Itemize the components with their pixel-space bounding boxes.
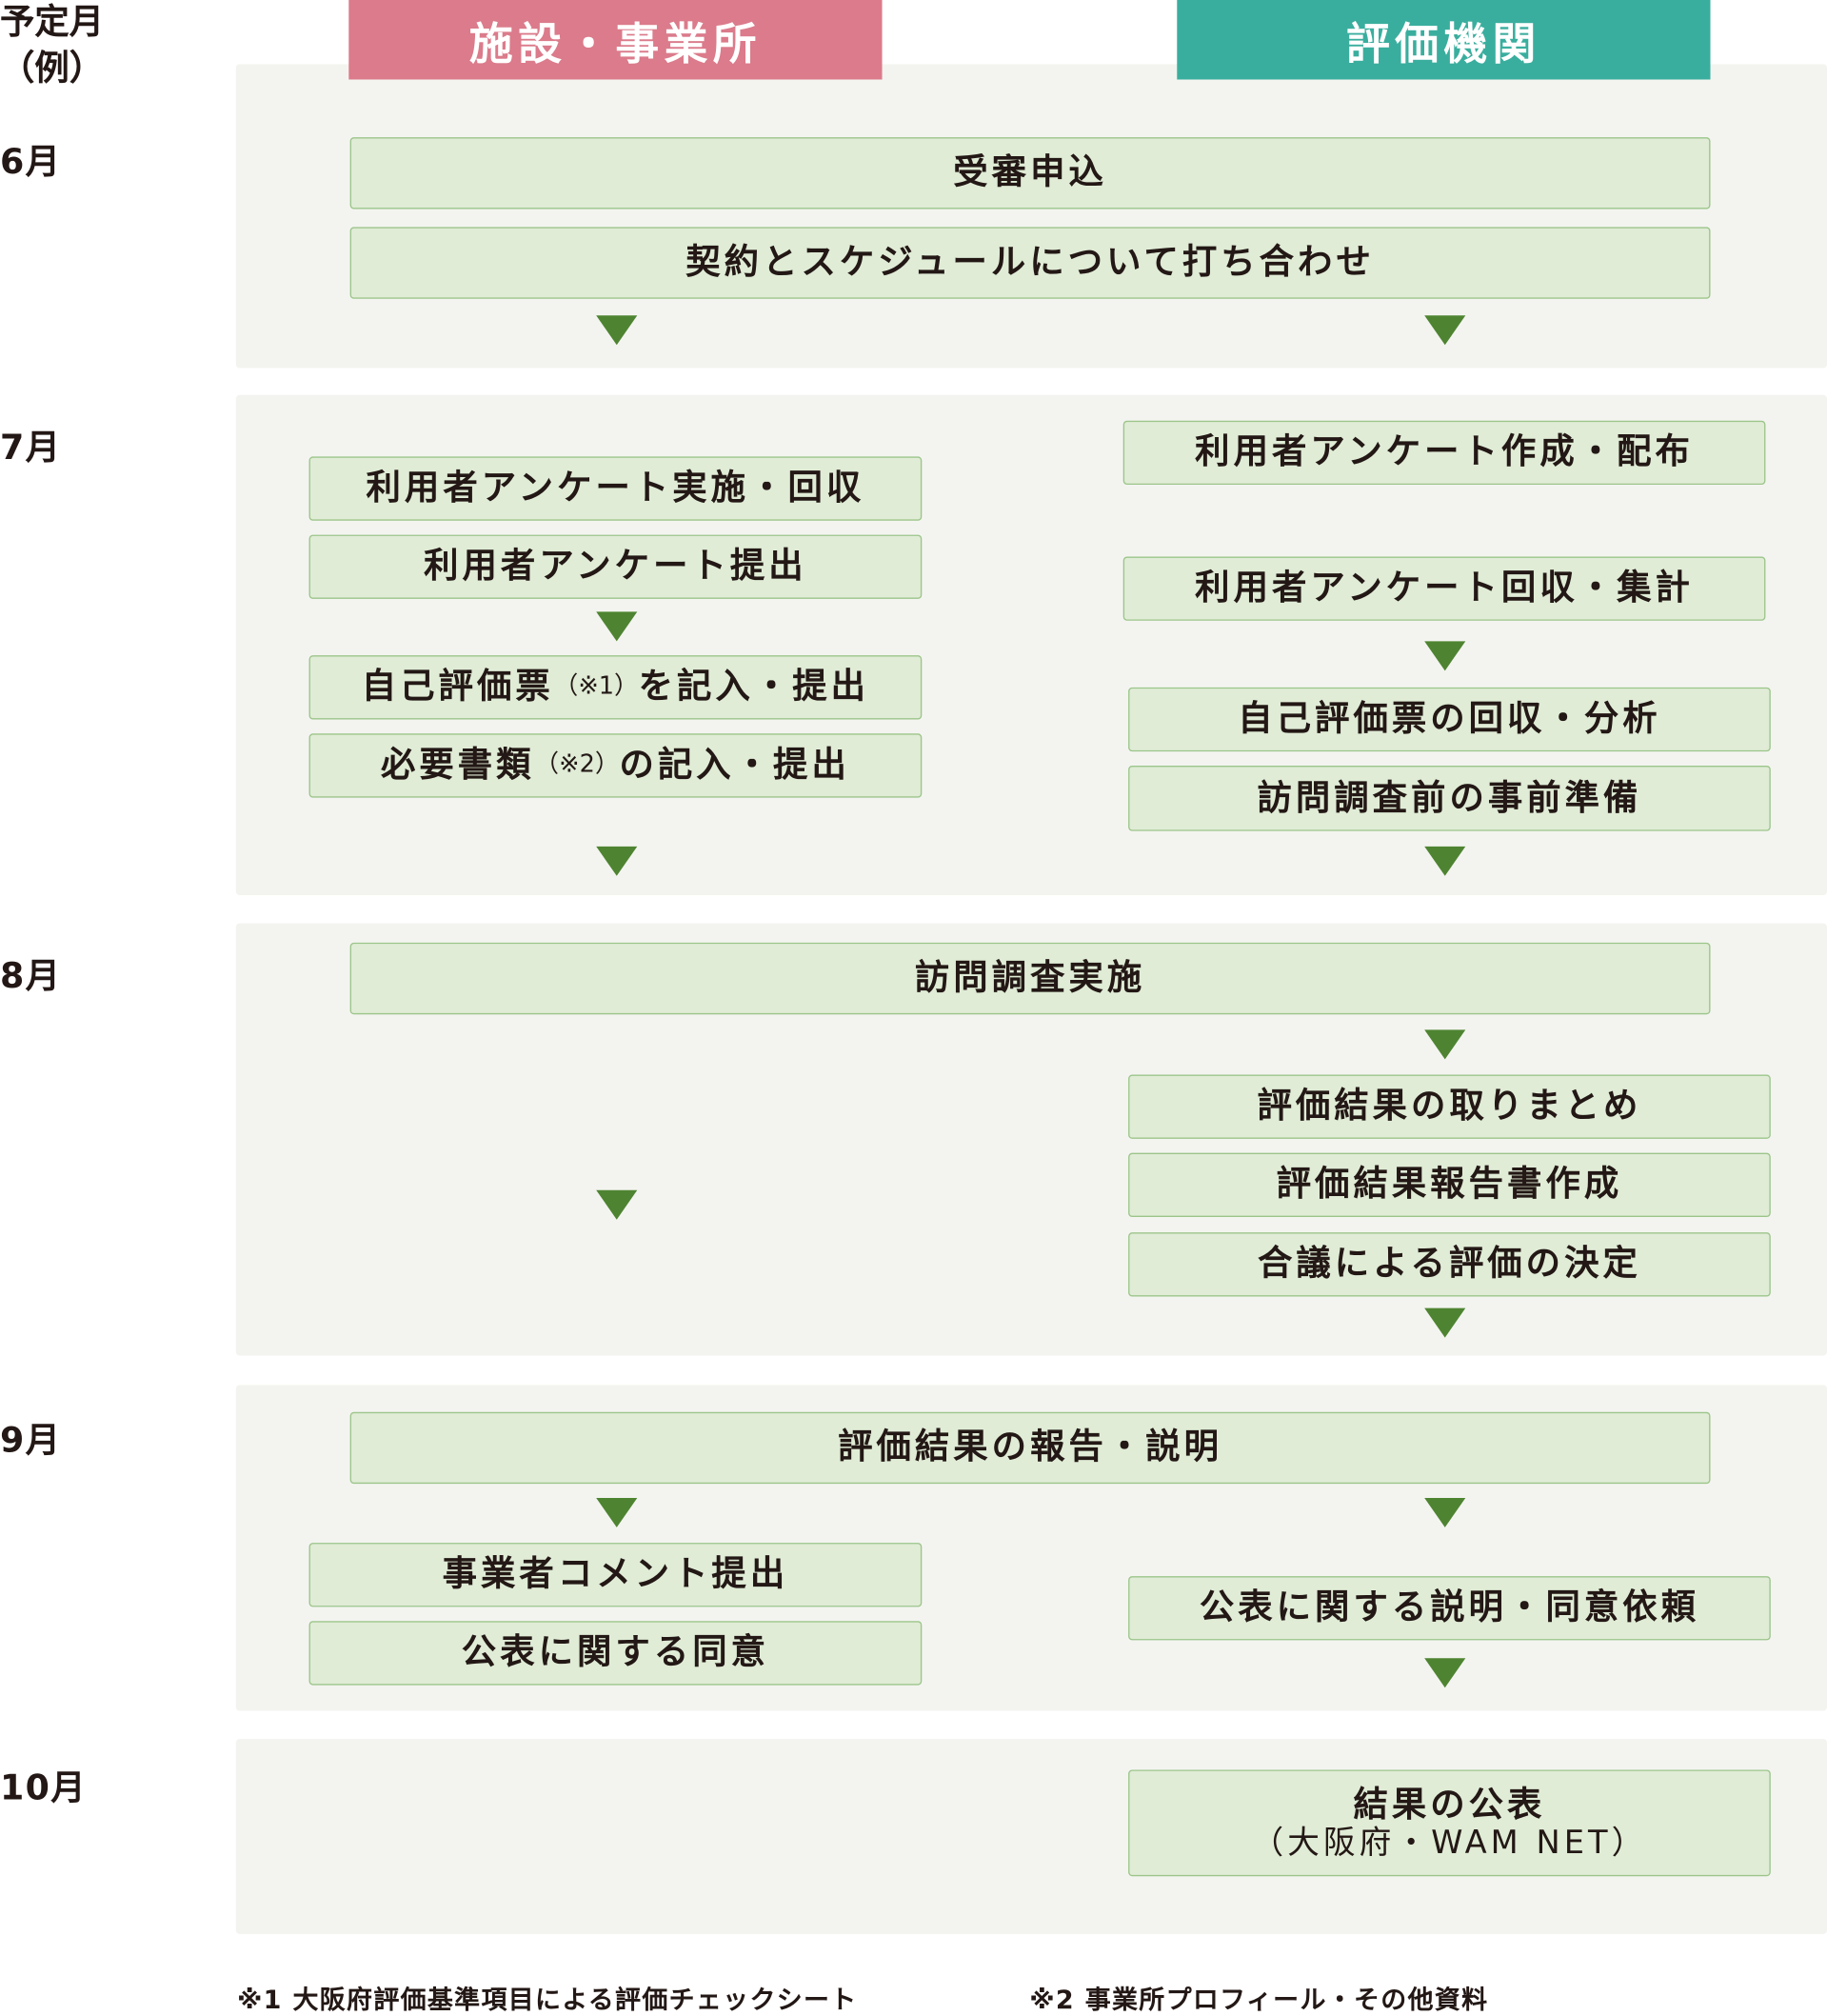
evaluator-column-header: 評価機関 [1177, 0, 1711, 80]
publish-title: 結果の公表 [1353, 1785, 1546, 1825]
step-report: 評価結果報告書作成 [1128, 1152, 1771, 1218]
schedule-label: 予定月 （例） [0, 0, 104, 92]
self-eval-text: を記入・提出 [638, 667, 870, 708]
month-label: 7月 [0, 428, 62, 469]
step-decision: 合議による評価の決定 [1128, 1232, 1771, 1297]
documents-text: の記入・提出 [619, 746, 850, 786]
step-survey-conduct: 利用者アンケート実施・回収 [308, 456, 923, 521]
arrow-down-icon [596, 611, 638, 642]
step-visit: 訪問調査実施 [349, 942, 1711, 1015]
step-publish: 結果の公表 （大阪府・WAM NET） [1128, 1769, 1771, 1877]
step-apply: 受審申込 [349, 137, 1711, 210]
footnote-ref: （※2） [534, 749, 620, 779]
footnote-ref: （※1） [553, 671, 639, 701]
footnote-2: ※2 事業所プロフィール・その他資料 [1029, 1984, 1489, 2015]
arrow-down-icon [596, 846, 638, 876]
arrow-down-icon [1424, 1029, 1466, 1060]
step-documents: 必要書類（※2）の記入・提出 [308, 733, 923, 798]
arrow-down-icon [1424, 1497, 1466, 1527]
step-visit-prep: 訪問調査前の事前準備 [1128, 765, 1771, 831]
arrow-down-icon [1424, 315, 1466, 346]
arrow-down-icon [1424, 1658, 1466, 1688]
self-eval-text: 自己評価票 [361, 667, 554, 708]
step-comment: 事業者コメント提出 [308, 1543, 923, 1607]
step-self-evaluation: 自己評価票（※1）を記入・提出 [308, 655, 923, 720]
step-meeting: 契約とスケジュールについて打ち合わせ [349, 227, 1711, 299]
facility-column-header: 施設・事業所 [348, 0, 883, 80]
arrow-down-icon [1424, 1307, 1466, 1338]
month-label: 8月 [0, 956, 62, 997]
arrow-down-icon [596, 315, 638, 346]
step-survey-create: 利用者アンケート作成・配布 [1122, 420, 1766, 486]
documents-text: 必要書類 [380, 746, 535, 786]
schedule-label-line2: （例） [0, 49, 105, 89]
footnote-1: ※1 大阪府評価基準項目による評価チェックシート [237, 1984, 858, 2015]
arrow-down-icon [1424, 641, 1466, 671]
arrow-down-icon [596, 1189, 638, 1220]
step-self-eval-analysis: 自己評価票の回収・分析 [1128, 687, 1771, 752]
arrow-down-icon [596, 1497, 638, 1527]
step-compile: 評価結果の取りまとめ [1128, 1074, 1771, 1139]
schedule-label-line1: 予定月 [0, 2, 105, 43]
publish-subtitle: （大阪府・WAM NET） [1251, 1823, 1648, 1861]
month-label: 10月 [0, 1768, 88, 1808]
arrow-down-icon [1424, 846, 1466, 876]
step-consent-request: 公表に関する説明・同意依頼 [1128, 1576, 1771, 1641]
month-label: 6月 [0, 142, 62, 183]
step-report-explain: 評価結果の報告・説明 [349, 1411, 1711, 1485]
section-june [235, 64, 1827, 369]
step-survey-submit: 利用者アンケート提出 [308, 534, 923, 599]
step-survey-collect: 利用者アンケート回収・集計 [1122, 556, 1766, 621]
month-label: 9月 [0, 1421, 62, 1461]
step-consent: 公表に関する同意 [308, 1621, 923, 1686]
